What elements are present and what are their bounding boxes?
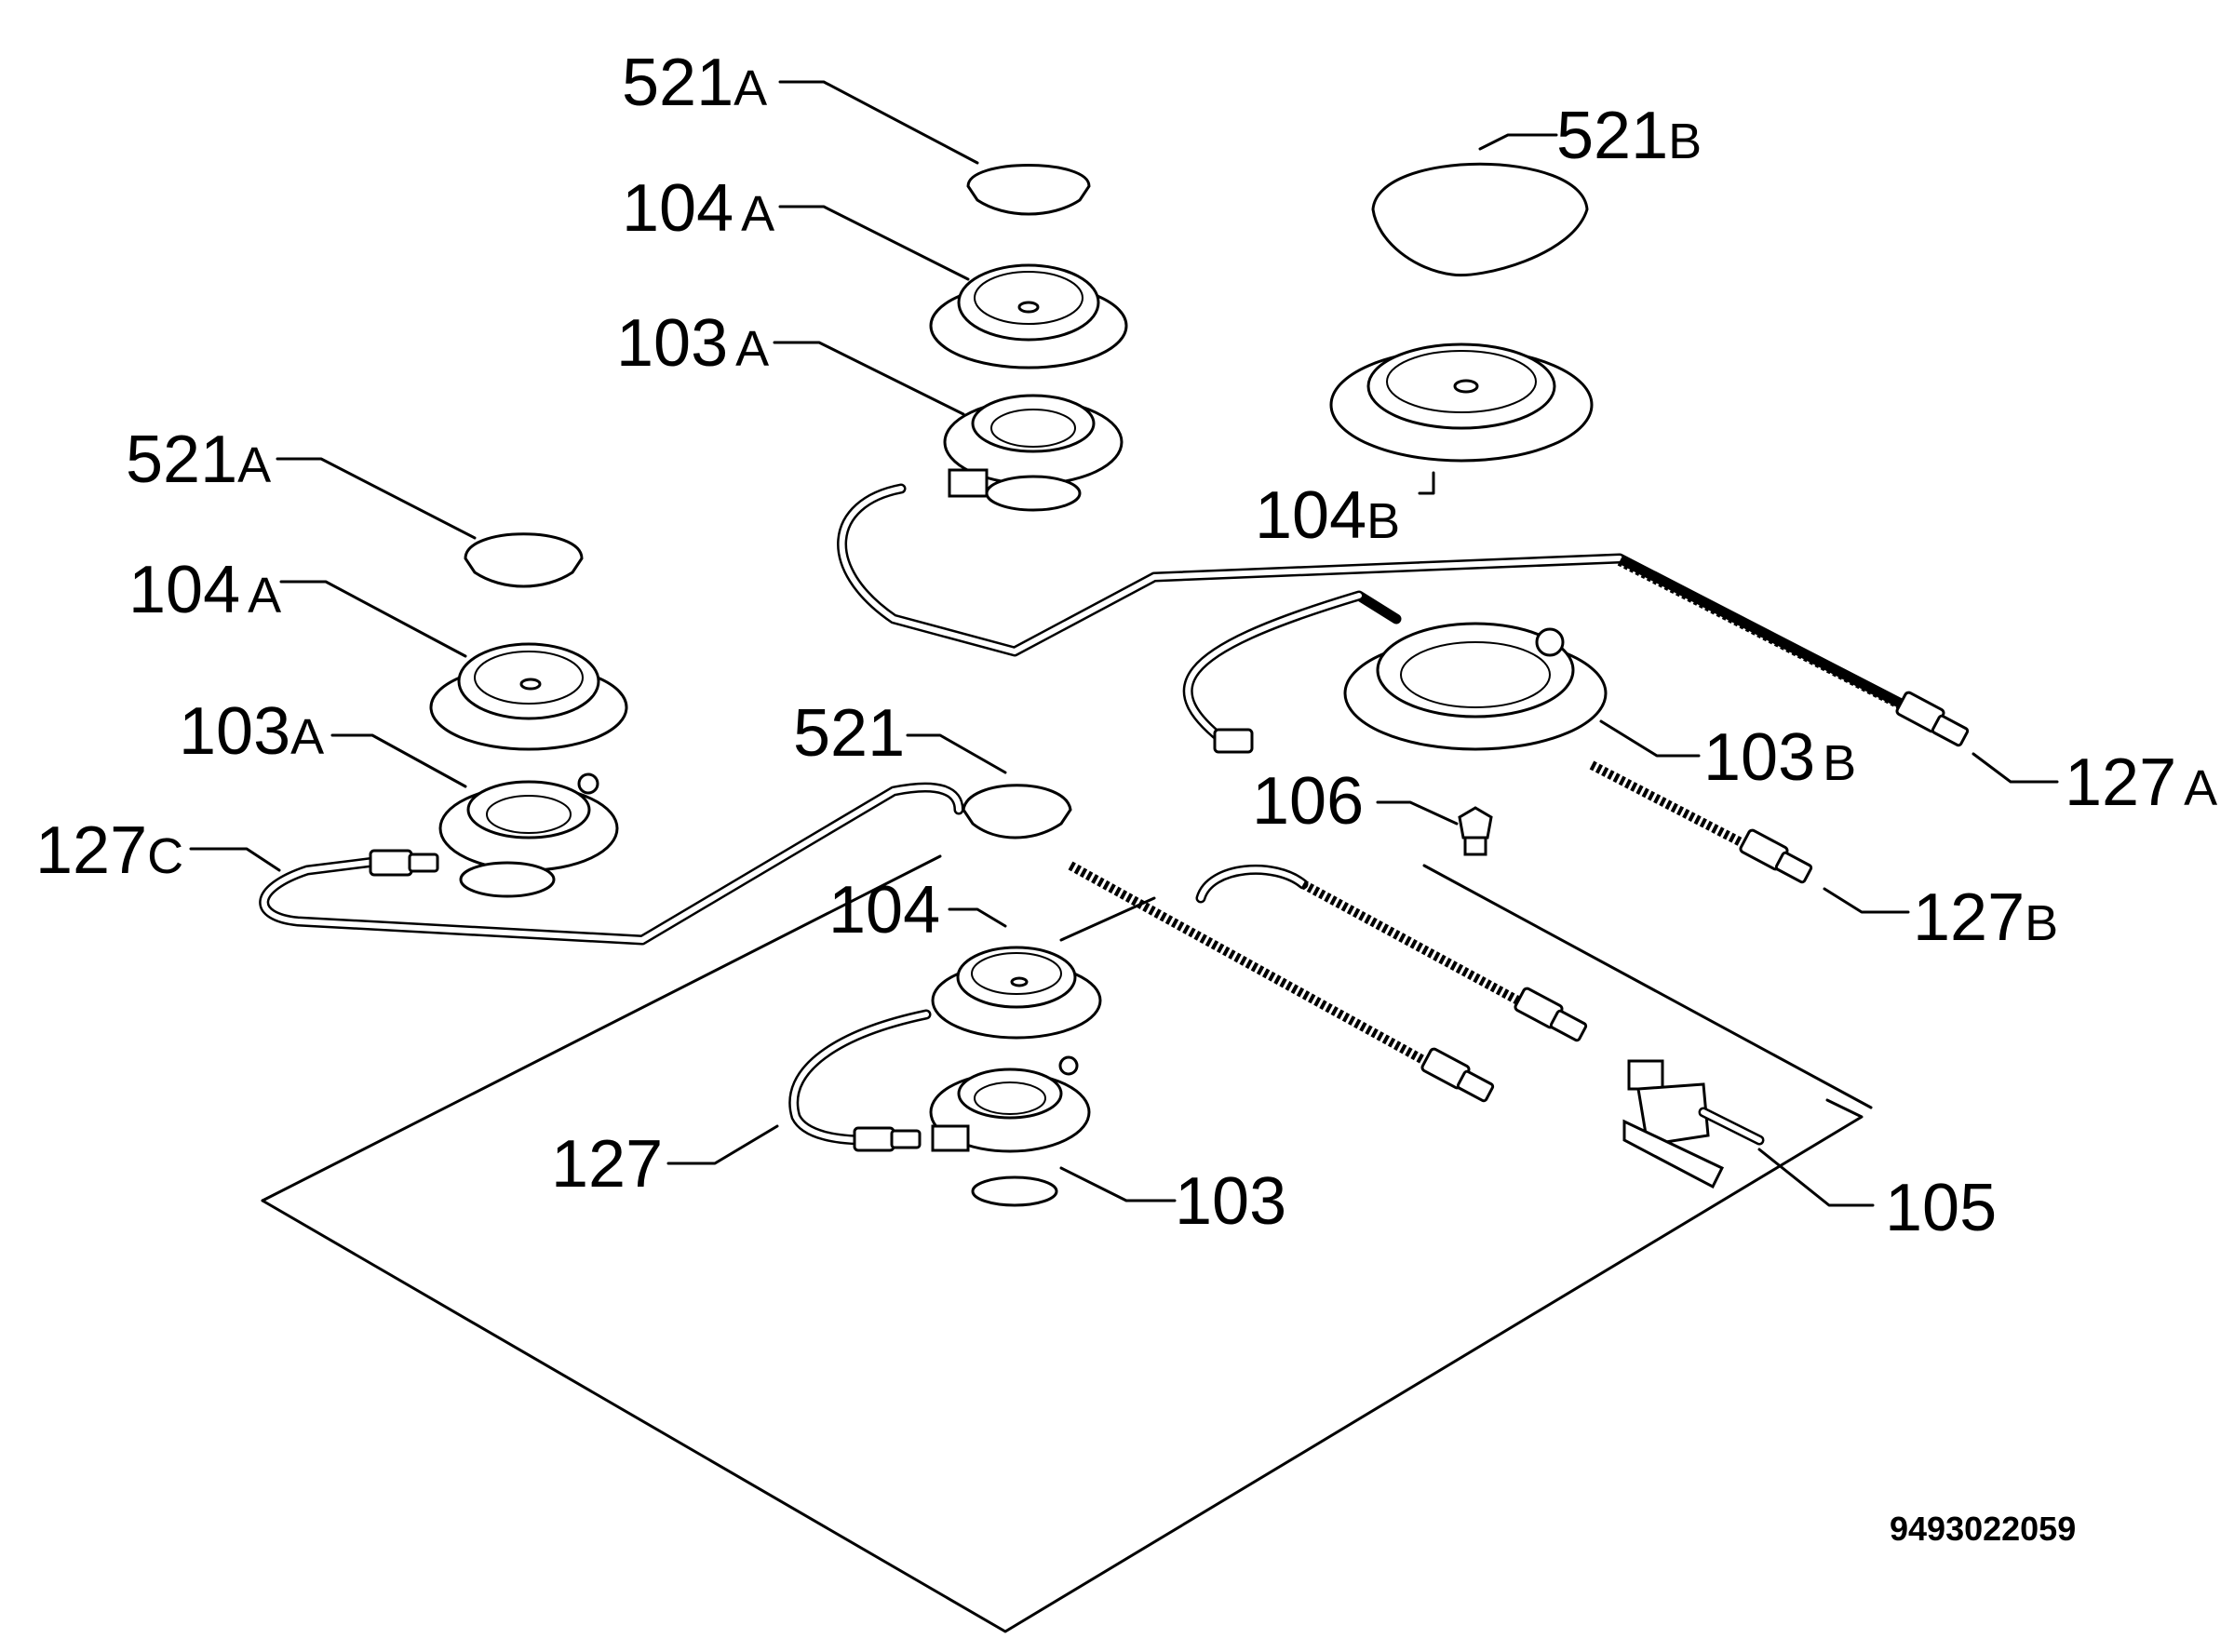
hob-base-plate bbox=[261, 854, 1873, 1633]
document-number: 9493022059 bbox=[1890, 1510, 2076, 1548]
burner-cap-521a-top bbox=[966, 164, 1091, 216]
burner-crown-104a-top bbox=[929, 263, 1128, 369]
burner-base-103a-top bbox=[943, 394, 1124, 512]
burner-crown-104b bbox=[1329, 342, 1594, 463]
burner-base-103b bbox=[1343, 622, 1608, 751]
label-127b: 127B bbox=[1913, 880, 2058, 955]
gas-tap-105 bbox=[1622, 1059, 1765, 1189]
burner-cap-521b bbox=[1371, 162, 1589, 277]
injector-106 bbox=[1458, 806, 1493, 856]
burner-cap-521a-left bbox=[464, 532, 584, 588]
label-104b: 104B bbox=[1255, 478, 1400, 553]
label-521b: 521B bbox=[1556, 99, 1702, 173]
label-127: 127 bbox=[551, 1127, 663, 1202]
label-521a-top: 521A bbox=[622, 46, 767, 120]
label-103a-left: 103A bbox=[179, 694, 324, 769]
gas-pipe-127 bbox=[788, 1009, 932, 1152]
label-127c: 127C bbox=[35, 813, 183, 888]
gas-pipe-127b bbox=[1182, 590, 1813, 884]
burner-crown-104 bbox=[931, 946, 1102, 1040]
label-521a-left: 521A bbox=[126, 423, 271, 497]
label-103: 103 bbox=[1175, 1164, 1286, 1239]
label-104: 104 bbox=[828, 873, 940, 947]
burner-base-103a-left bbox=[438, 772, 619, 898]
label-521: 521 bbox=[793, 696, 905, 771]
leader-lines bbox=[189, 80, 2059, 1207]
gas-pipe-front-right bbox=[1195, 864, 1588, 1042]
label-106: 106 bbox=[1252, 764, 1364, 839]
gas-pipe-127a bbox=[837, 483, 1970, 747]
burner-base-103 bbox=[929, 1055, 1091, 1207]
burner-cap-521 bbox=[962, 784, 1072, 839]
gas-pipe-front-left bbox=[1068, 861, 1495, 1103]
label-105: 105 bbox=[1885, 1171, 1997, 1245]
gas-pipe-127c bbox=[259, 782, 964, 946]
burner-crown-104a-left bbox=[429, 642, 628, 751]
